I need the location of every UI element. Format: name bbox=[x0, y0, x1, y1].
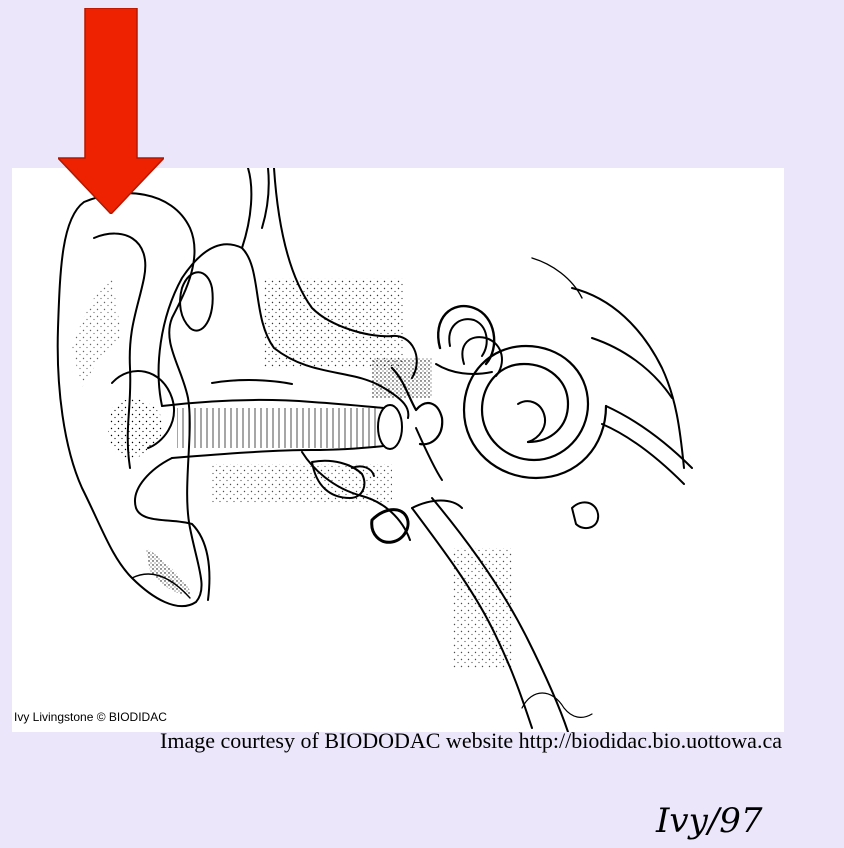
ossicles bbox=[372, 358, 442, 480]
image-caption: Image courtesy of BIODODAC website http:… bbox=[160, 728, 782, 754]
cochlea bbox=[464, 346, 606, 478]
ear-anatomy-figure: Ivy/97 bbox=[12, 168, 784, 732]
ear-cross-section-drawing bbox=[12, 168, 784, 732]
ear-canal-upper bbox=[162, 400, 384, 408]
red-pointer-arrow-icon bbox=[58, 8, 164, 214]
figure-credit: Ivy Livingstone © BIODIDAC bbox=[14, 710, 167, 724]
artist-signature: Ivy/97 bbox=[654, 788, 774, 848]
semicircular-canals bbox=[436, 306, 502, 376]
svg-text:Ivy/97: Ivy/97 bbox=[655, 801, 763, 841]
